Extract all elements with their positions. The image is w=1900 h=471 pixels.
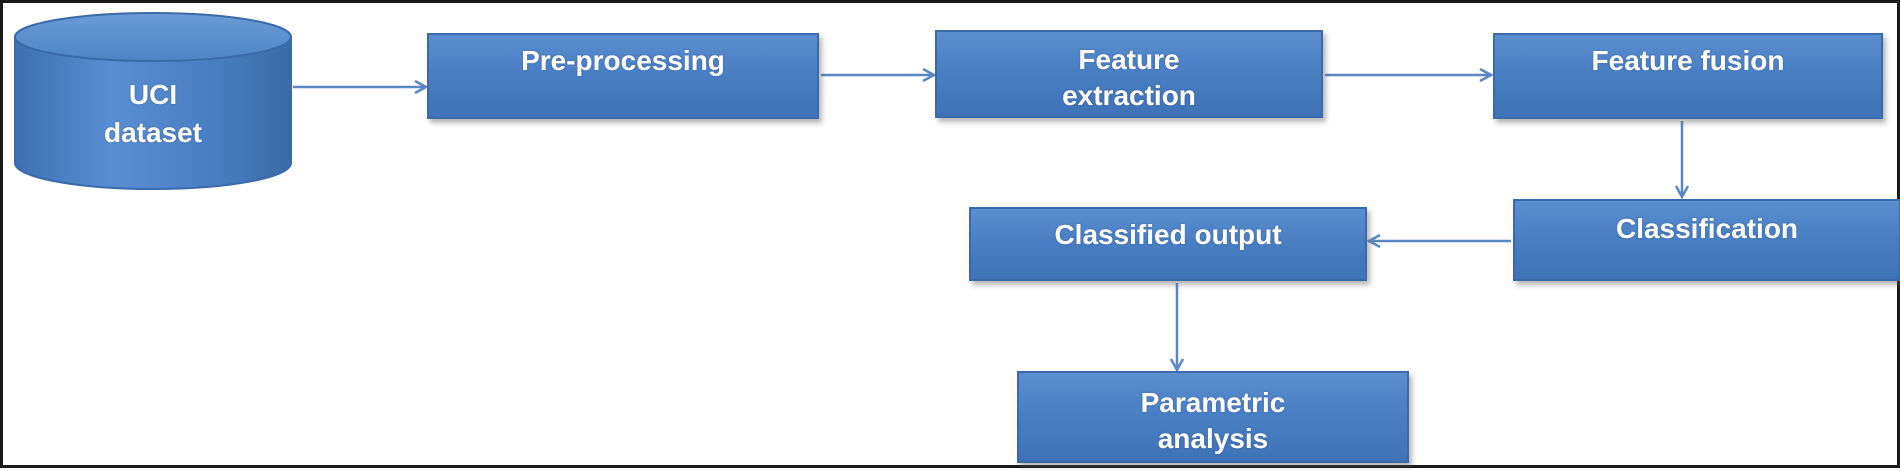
classified-output-node: Classified output bbox=[969, 207, 1367, 281]
feature-fusion-label: Feature fusion bbox=[1591, 45, 1785, 76]
parametric-analysis-node: Parametric analysis bbox=[1017, 371, 1409, 463]
classified-output-label: Classified output bbox=[1054, 219, 1282, 250]
parametric-analysis-label: Parametric analysis bbox=[1140, 387, 1286, 454]
feature-extraction-label: Feature extraction bbox=[1062, 44, 1196, 111]
feature-extraction-node: Feature extraction bbox=[935, 30, 1323, 118]
preprocessing-node: Pre-processing bbox=[427, 33, 819, 119]
uci-dataset-label: UCI dataset bbox=[103, 79, 203, 148]
database-cylinder-icon bbox=[14, 12, 292, 190]
uci-dataset-node: UCI dataset bbox=[13, 11, 293, 193]
preprocessing-label: Pre-processing bbox=[521, 45, 725, 76]
flow-arrows bbox=[293, 3, 1900, 471]
classification-label: Classification bbox=[1615, 213, 1799, 244]
classification-node: Classification bbox=[1513, 199, 1900, 281]
feature-fusion-node: Feature fusion bbox=[1493, 33, 1883, 119]
